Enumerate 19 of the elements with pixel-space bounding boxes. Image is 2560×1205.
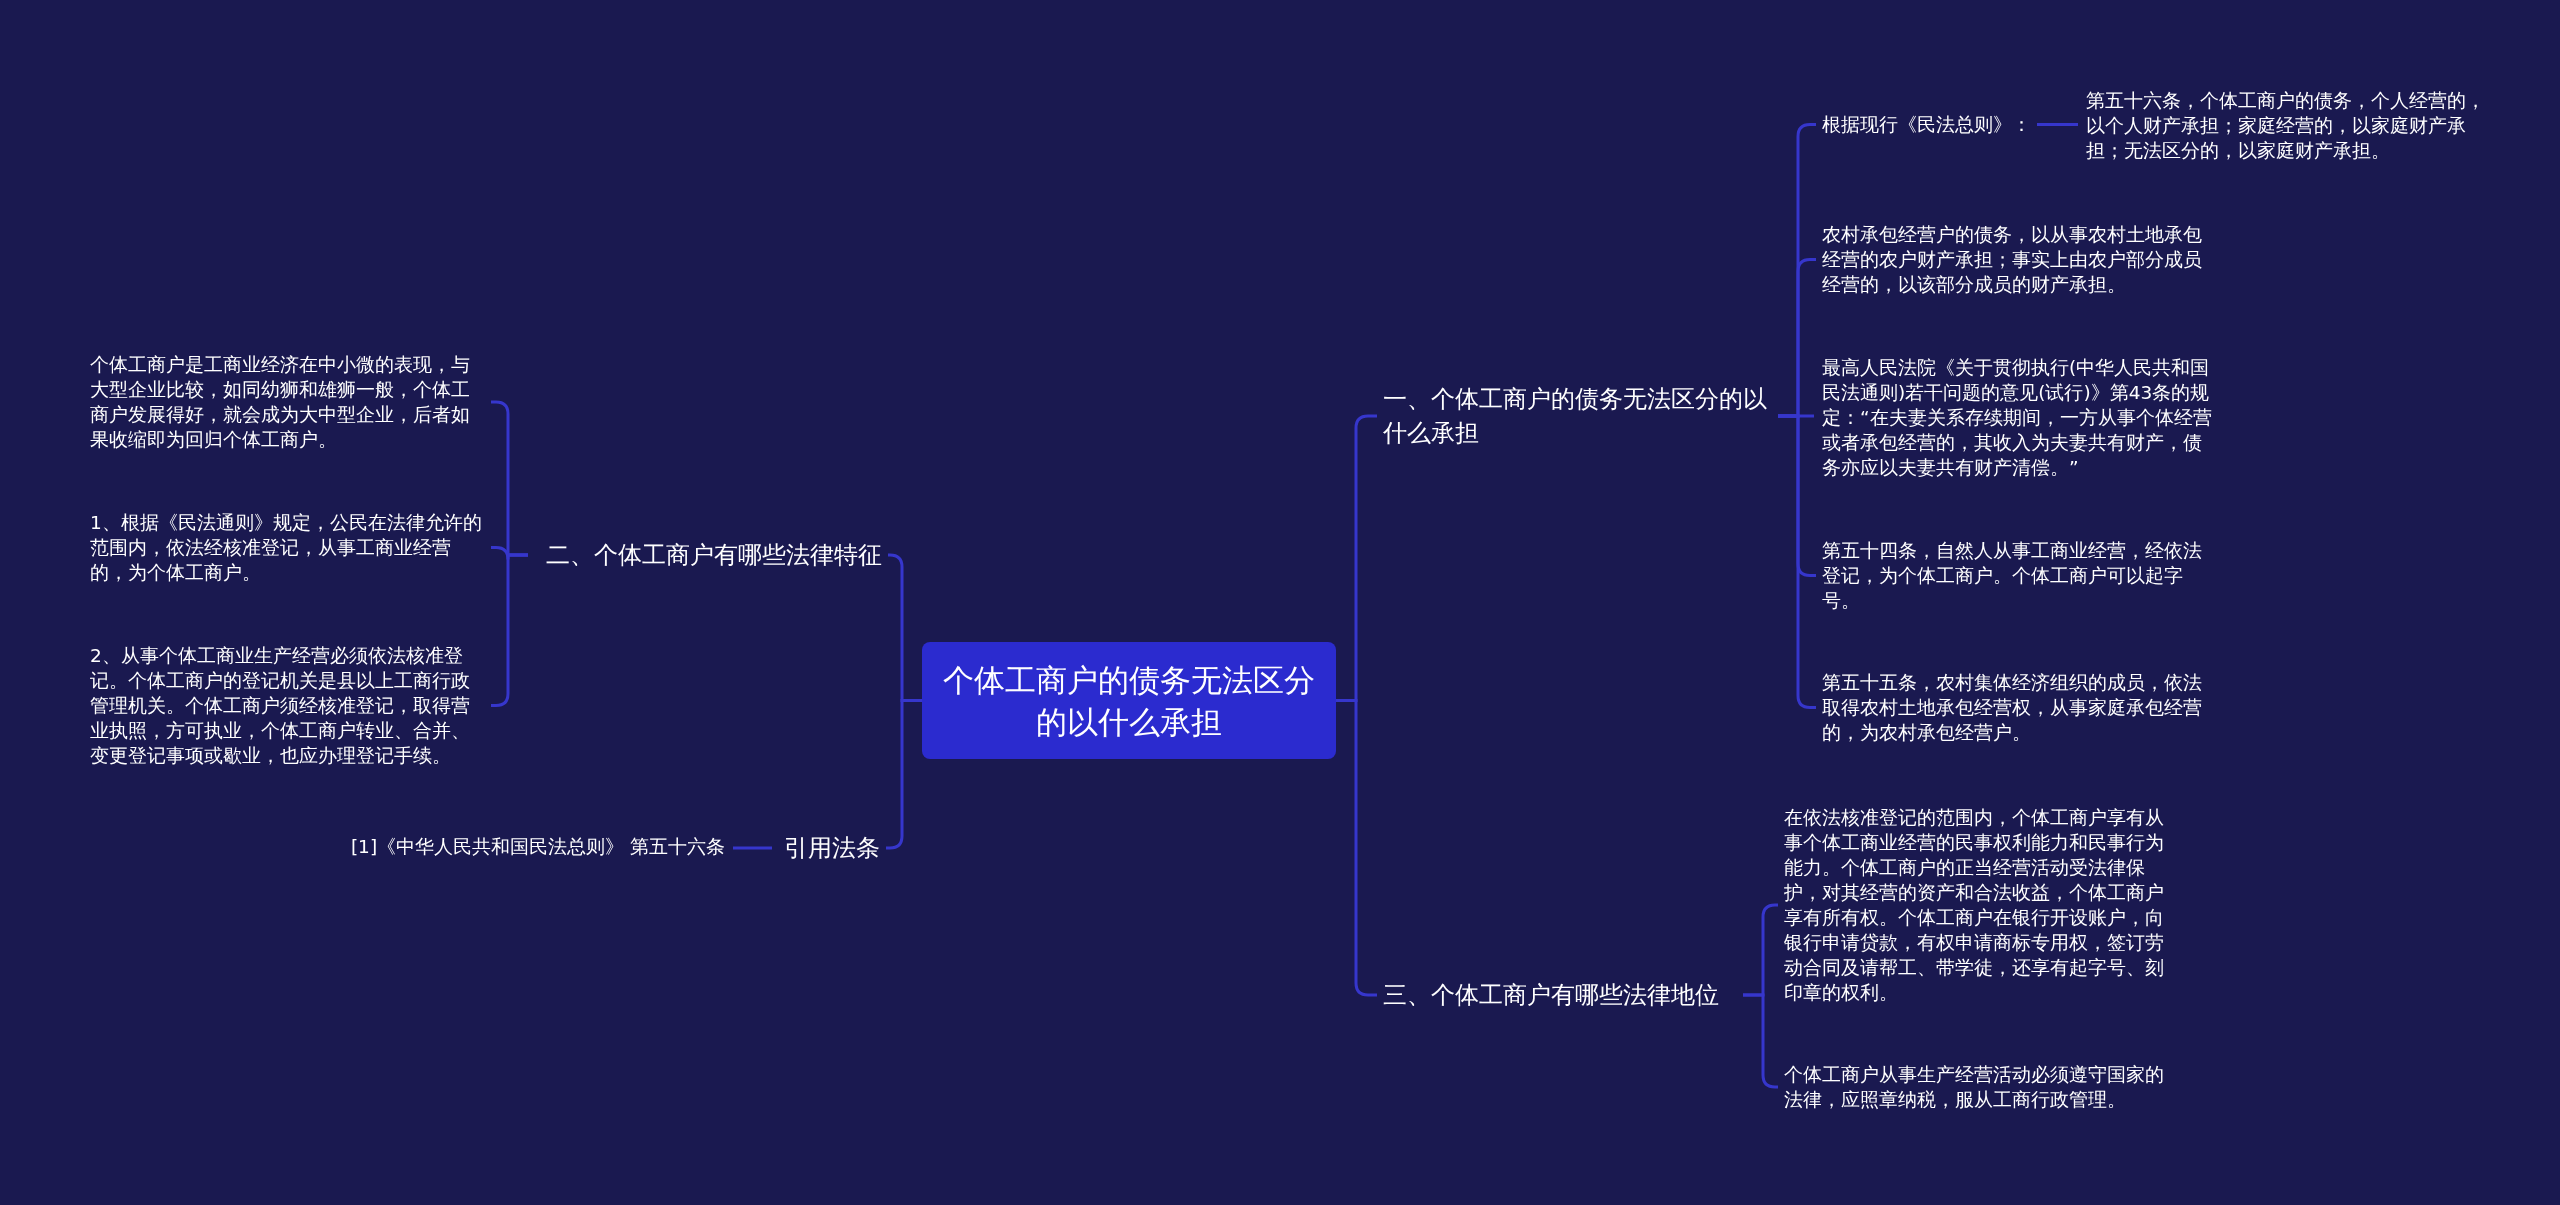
note-text: [1]《中华人民共和国民法总则》 第五十六条 [340, 834, 725, 859]
note-text: 2、从事个体工商业生产经营必须依法核准登记。个体工商户的登记机关是县以上工商行政管理机关。个体工商户须经核准登记，取得营业执照，方可执业，个体工商户转业、合并、变更登记事项或歇业，也应办理登记手续。 [90, 643, 485, 768]
note-text: 1、根据《民法通则》规定，公民在法律允许的范围内，依法经核准登记，从事工商业经营的，为个体工商户。 [90, 510, 485, 585]
topic-text: 引用法条 [772, 831, 880, 865]
central-topic-box: 个体工商户的债务无法区分的以什么承担 [922, 642, 1336, 759]
note-text: 第五十五条，农村集体经济组织的成员，依法取得农村土地承包经营权，从事家庭承包经营的，为农村承包经营户。 [1822, 670, 2217, 745]
note-text: 第五十四条，自然人从事工商业经营，经依法登记，为个体工商户。个体工商户可以起字号。 [1822, 538, 2217, 613]
topic-text: 一、个体工商户的债务无法区分的以什么承担 [1383, 382, 1778, 450]
note-text: 个体工商户是工商业经济在中小微的表现，与大型企业比较，如同幼狮和雄狮一般，个体工商户发展得好，就会成为大中型企业，后者如果收缩即为回归个体工商户。 [90, 352, 485, 452]
note-text: 根据现行《民法总则》： [1822, 112, 2037, 137]
note-text: 最高人民法院《关于贯彻执行(中华人民共和国民法通则)若干问题的意见(试行)》第43条的规定：“在夫妻关系存续期间，一方从事个体经营或者承包经营的，其收入为夫妻共有财产，债务亦应以夫妻共有财产清偿。” [1822, 355, 2217, 480]
note-text: 第五十六条，个体工商户的债务，个人经营的，以个人财产承担；家庭经营的，以家庭财产承担；无法区分的，以家庭财产承担。 [2086, 88, 2486, 163]
topic-text: 二、个体工商户有哪些法律特征 [528, 538, 882, 572]
topic-text: 三、个体工商户有哪些法律地位 [1383, 978, 1743, 1012]
note-text: 农村承包经营户的债务，以从事农村土地承包经营的农户财产承担；事实上由农户部分成员经营的，以该部分成员的财产承担。 [1822, 222, 2217, 297]
connector-line [2037, 123, 2078, 126]
note-text: 在依法核准登记的范围内，个体工商户享有从事个体工商业经营的民事权利能力和民事行为能力。个体工商户的正当经营活动受法律保护，对其经营的资产和合法收益，个体工商户享有所有权。个体工商户在银行开设账户，向银行申请贷款，有权申请商标专用权，签订劳动合同及请帮工、带学徒，还享有起字号、刻印章的权利。 [1784, 805, 2179, 1005]
connector-line [733, 846, 772, 850]
note-text: 个体工商户从事生产经营活动必须遵守国家的法律，应照章纳税，服从工商行政管理。 [1784, 1062, 2179, 1112]
